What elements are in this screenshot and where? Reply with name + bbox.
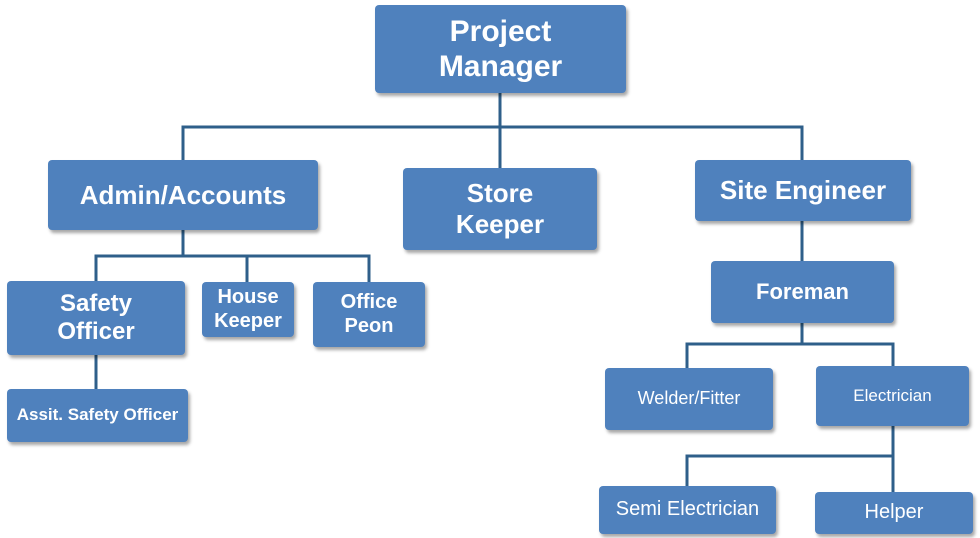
node-project-manager: Project Manager [375, 5, 626, 93]
node-store-keeper: Store Keeper [403, 168, 597, 250]
node-house-keeper: House Keeper [202, 282, 294, 337]
node-assit-safety-officer: Assit. Safety Officer [7, 389, 188, 442]
node-foreman: Foreman [711, 261, 894, 323]
node-welder-fitter: Welder/Fitter [605, 368, 773, 430]
node-site-engineer: Site Engineer [695, 160, 911, 221]
node-safety-officer: Safety Officer [7, 281, 185, 355]
node-admin-accounts: Admin/Accounts [48, 160, 318, 230]
node-electrician: Electrician [816, 366, 969, 426]
node-helper: Helper [815, 492, 973, 534]
node-office-peon: Office Peon [313, 282, 425, 347]
node-semi-electrician: Semi Electrician [599, 486, 776, 534]
